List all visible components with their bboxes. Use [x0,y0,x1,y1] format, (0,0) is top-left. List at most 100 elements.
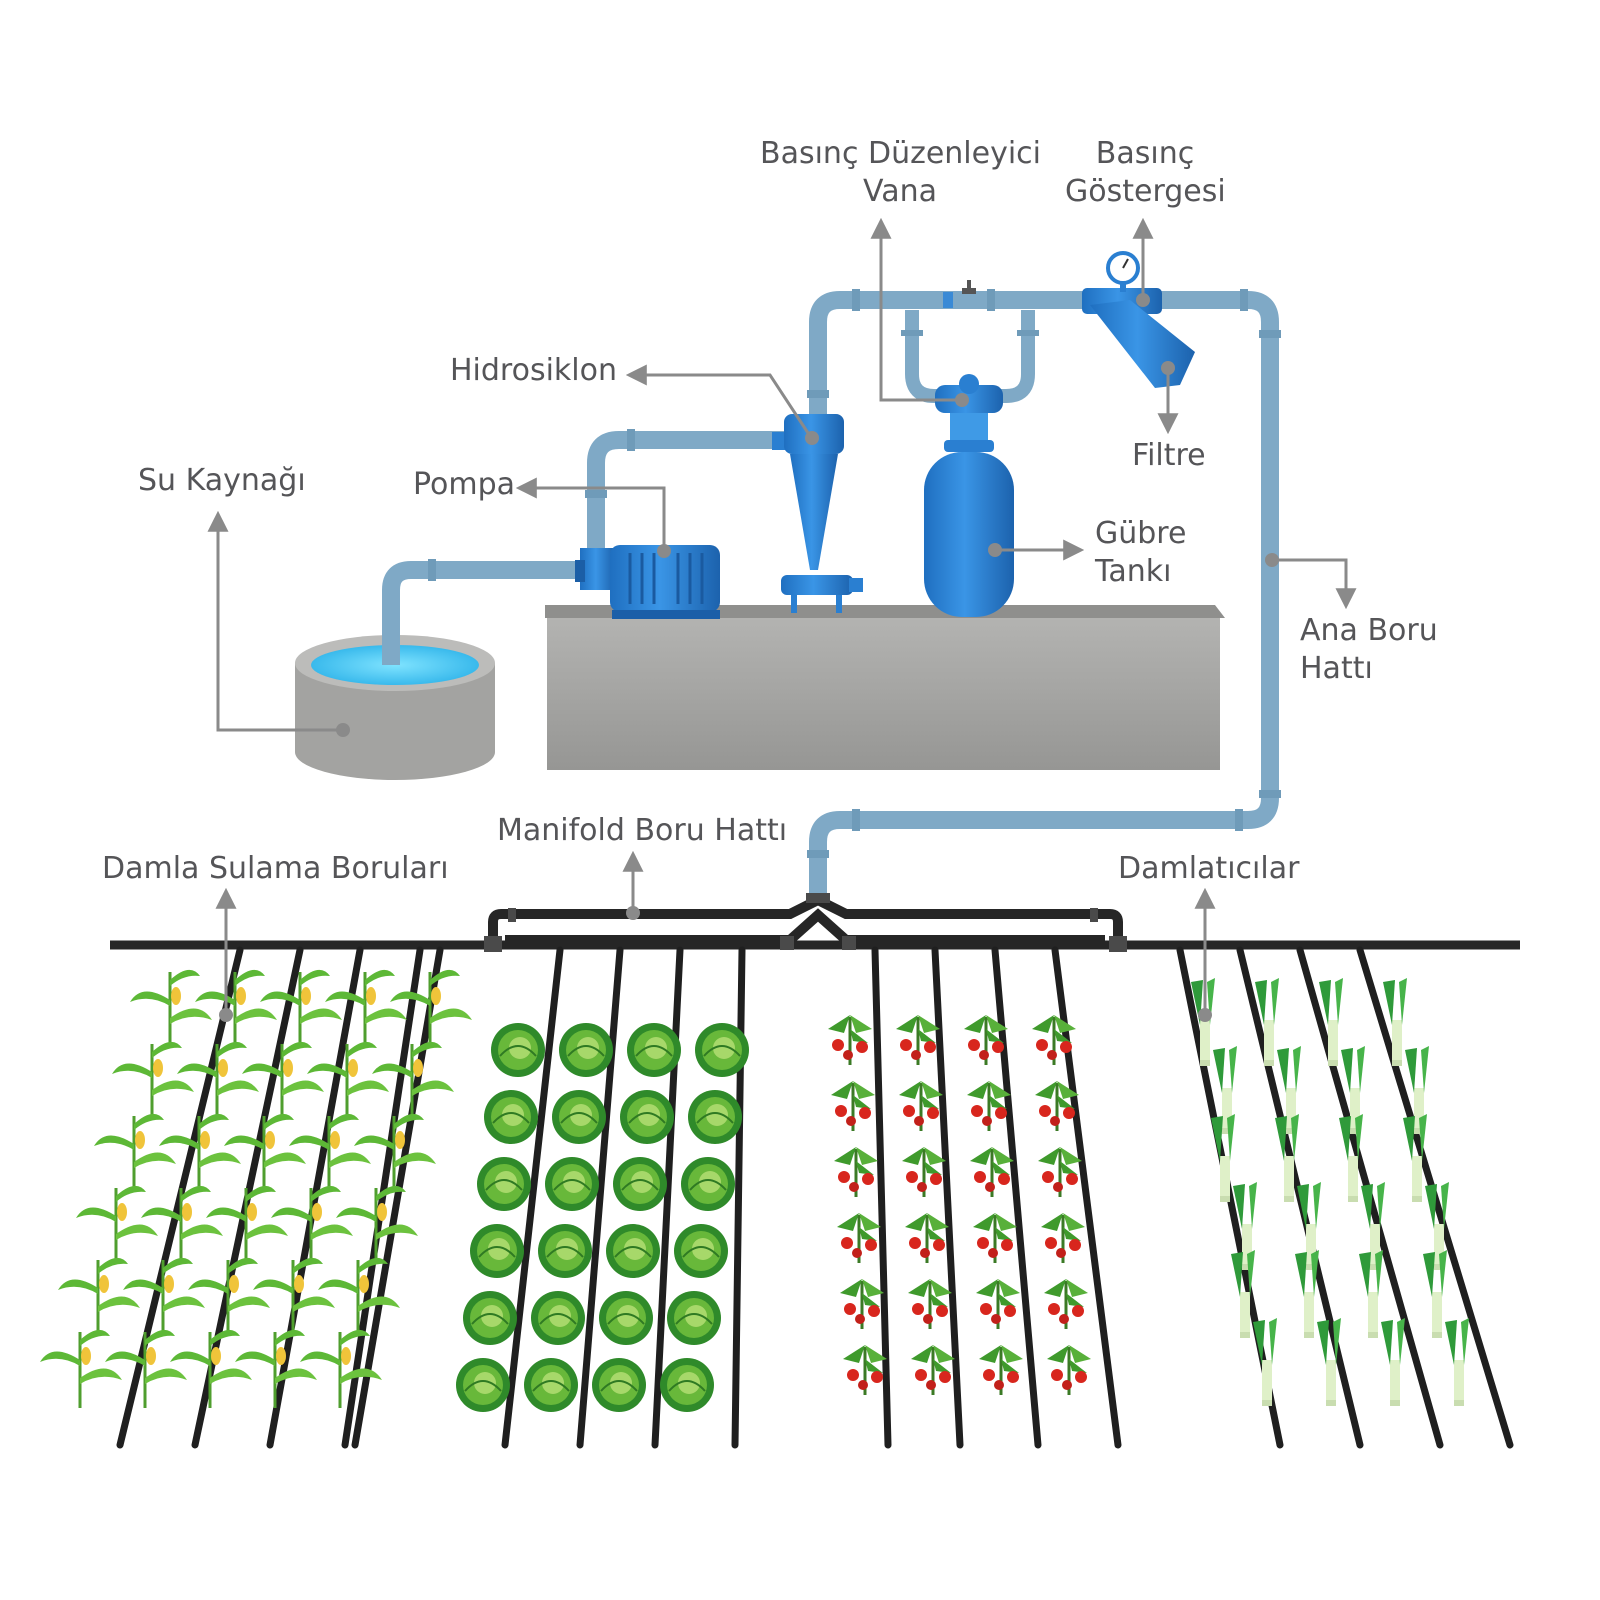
leader-dots [219,293,1279,1022]
cabbage-icon [552,1090,606,1144]
manifold-pipeline [488,894,1123,945]
leek-icon [1381,1318,1405,1406]
cabbage-icon [491,1023,545,1077]
tomato-icon [905,1213,949,1263]
cabbage-icon [592,1358,646,1412]
corn-icon [170,1329,252,1408]
fertilizer-tank [924,374,1014,617]
leek-icon [1423,1250,1447,1338]
cabbage-icon [470,1224,524,1278]
corn-icon [188,1257,270,1336]
cabbage-icon [667,1291,721,1345]
corn-icon [40,1329,122,1408]
cabbage-icon [456,1358,510,1412]
drip-line [991,946,1042,1449]
leader-lines [207,217,1357,1015]
pressure-gauge [1106,251,1140,285]
drip-line [731,946,746,1449]
leek-icon [1213,1046,1237,1134]
leek-icon [1275,1114,1299,1202]
corn-icon [105,1329,187,1408]
tomato-icon [896,1015,940,1065]
corn-icon [354,1113,436,1192]
leek-icon [1361,1182,1385,1270]
corn-icon [318,1257,400,1336]
drip-pipes-label: Damla Sulama Boruları [102,851,449,886]
corn-icon [307,1041,389,1120]
drip-line [351,946,444,1449]
tomato-icon [973,1213,1017,1263]
cabbage-icon [524,1358,578,1412]
corn-icon [94,1113,176,1192]
tomato-icon [843,1345,887,1395]
leek-icon [1425,1182,1449,1270]
drippers-label: Damlatıcılar [1118,851,1300,886]
corn-icon [260,969,342,1048]
tomato-icon [967,1081,1011,1131]
corn-icon [58,1257,140,1336]
cabbage-icon [681,1157,735,1211]
leek-icon [1277,1046,1301,1134]
crop-field [40,969,1469,1412]
corn-icon [141,1185,223,1264]
leek-icon [1319,978,1343,1066]
tomato-icon [1032,1015,1076,1065]
corn-icon [289,1113,371,1192]
tomato-icon [1041,1213,1085,1263]
corn-icon [76,1185,158,1264]
cabbage-icon [599,1291,653,1345]
pump [575,545,720,619]
leek-icon [1341,1046,1365,1134]
cabbage-icon [477,1157,531,1211]
leek-icon [1297,1182,1321,1270]
tomato-icon [831,1081,875,1131]
drip-line [871,946,892,1449]
corn-icon [253,1257,335,1336]
pipe-couplings [428,280,1281,858]
filter-label: Filtre [1132,438,1206,473]
hydrocyclone [772,414,863,613]
corn-icon [130,969,212,1048]
leek-icon [1253,1318,1277,1406]
drip-line [931,946,964,1449]
corn-icon [177,1041,259,1120]
water-source-label: Su Kaynağı [138,463,306,498]
leek-icon [1405,1046,1429,1134]
drip-line [651,946,684,1449]
tomato-icon [899,1081,943,1131]
tomato-icon [1047,1345,1091,1395]
corn-icon [390,969,472,1048]
corn-icon [235,1329,317,1408]
cabbage-icon [613,1157,667,1211]
leek-icon [1445,1318,1469,1406]
tomato-icon [840,1279,884,1329]
cabbage-icon [620,1090,674,1144]
cabbage-icon [484,1090,538,1144]
tomato-icon [837,1213,881,1263]
leek-icon [1317,1318,1341,1406]
corn-icon [271,1185,353,1264]
tomato-icon [834,1147,878,1197]
cabbage-icon [688,1090,742,1144]
tomato-icon [908,1279,952,1329]
tomato-icon [902,1147,946,1197]
corn-icon [325,969,407,1048]
tomato-icon [1038,1147,1082,1197]
leek-icon [1211,1114,1235,1202]
leek-icon [1233,1182,1257,1270]
corn-icon [195,969,277,1048]
tomato-icon [979,1345,1023,1395]
tomato-icon [1035,1081,1079,1131]
corn-icon [300,1329,382,1408]
leek-icon [1255,978,1279,1066]
leek-icon [1339,1114,1363,1202]
leek-icon [1295,1250,1319,1338]
cabbage-icon [545,1157,599,1211]
cabbage-icon [627,1023,681,1077]
cabbage-icon [606,1224,660,1278]
corn-icon [242,1041,324,1120]
tomato-icon [964,1015,1008,1065]
